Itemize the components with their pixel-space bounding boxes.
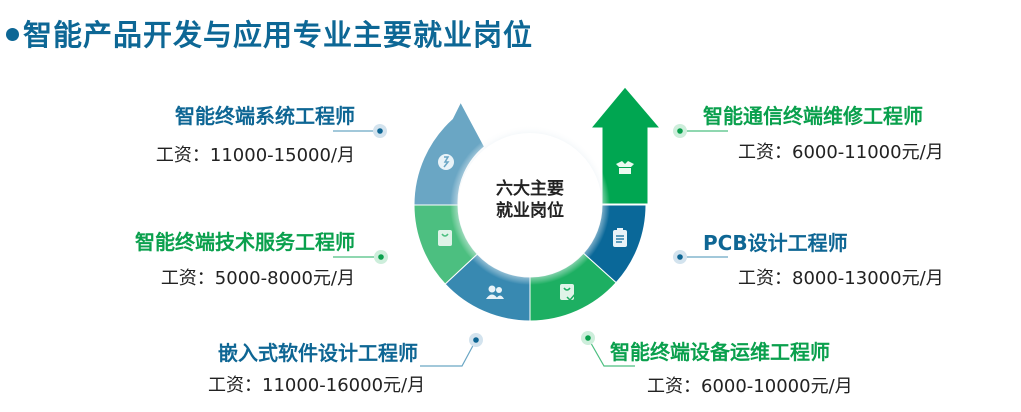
lightbulb-head-icon — [438, 154, 454, 170]
connector-3 — [420, 333, 483, 367]
job-title-3: 嵌入式软件设计工程师 — [218, 341, 418, 365]
connector-2 — [333, 250, 388, 264]
title-bullet-icon — [6, 27, 19, 41]
checked-bag-icon — [560, 284, 577, 302]
page-title: 智能产品开发与应用专业主要就业岗位 — [6, 12, 533, 54]
connector-1 — [333, 124, 387, 138]
job-title-5: PCB设计工程师 — [703, 231, 848, 255]
clipboard-icon — [613, 228, 627, 247]
connector-4 — [581, 331, 635, 367]
connector-5 — [673, 250, 728, 264]
job-title-1: 智能终端系统工程师 — [175, 104, 355, 128]
page-title-text: 智能产品开发与应用专业主要就业岗位 — [23, 18, 534, 52]
job-title-6: 智能通信终端维修工程师 — [703, 104, 923, 128]
job-title-2: 智能终端技术服务工程师 — [135, 230, 355, 254]
connector-6 — [673, 124, 728, 138]
job-title-4: 智能终端设备运维工程师 — [610, 340, 830, 364]
center-label-line-1: 六大主要 — [496, 179, 564, 199]
center-circle — [458, 133, 602, 277]
open-box-icon — [616, 161, 634, 174]
tablet-icon — [438, 230, 452, 246]
job-salary-2: 工资：5000-8000元/月 — [160, 268, 355, 289]
job-salary-4: 工资：6000-10000元/月 — [647, 376, 853, 397]
job-salary-5: 工资：8000-13000元/月 — [738, 268, 944, 289]
users-icon — [486, 285, 504, 299]
job-salary-1: 工资：11000-15000/月 — [155, 145, 355, 166]
ring-segment-6-arrow — [589, 86, 662, 205]
job-salary-6: 工资：6000-11000元/月 — [738, 142, 944, 163]
center-label: 六大主要 就业岗位 — [480, 178, 580, 222]
job-salary-3: 工资：11000-16000元/月 — [208, 375, 426, 396]
center-label-line-2: 就业岗位 — [496, 201, 564, 221]
